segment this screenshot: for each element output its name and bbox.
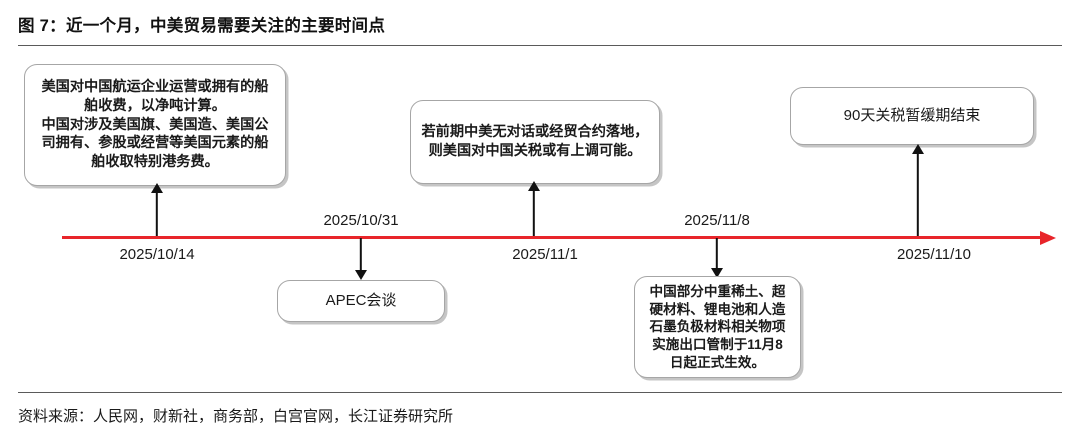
timeline-arrowhead-icon xyxy=(1040,230,1056,245)
event-box-2025-11-10[interactable]: 90天关税暂缓期结束 xyxy=(790,87,1034,145)
title-divider xyxy=(18,45,1062,46)
connector-arrowhead-up-2025-11-01 xyxy=(528,181,540,191)
date-label-2025-10-31: 2025/10/31 xyxy=(323,212,399,229)
connector-arrowhead-down-2025-11-08 xyxy=(711,268,723,278)
connector-arrowhead-down-2025-10-31 xyxy=(355,270,367,280)
event-text-2025-10-14: 美国对中国航运企业运营或拥有的船 舶收费，以净吨计算。 中国对涉及美国旗、美国造… xyxy=(41,79,269,171)
timeline-axis xyxy=(62,236,1047,239)
event-text-2025-11-08: 中国部分中重稀土、超 硬材料、锂电池和人造 石墨负极材料相关物项 实施出口管制于… xyxy=(649,283,786,370)
event-box-2025-10-14[interactable]: 美国对中国航运企业运营或拥有的船 舶收费，以净吨计算。 中国对涉及美国旗、美国造… xyxy=(24,64,286,186)
connector-stem-2025-11-10 xyxy=(916,147,920,236)
event-box-2025-11-08[interactable]: 中国部分中重稀土、超 硬材料、锂电池和人造 石墨负极材料相关物项 实施出口管制于… xyxy=(634,276,801,378)
date-label-2025-10-14: 2025/10/14 xyxy=(119,246,195,263)
source-note: 资料来源：人民网，财新社，商务部，白宫官网，长江证券研究所 xyxy=(18,408,454,425)
event-text-2025-11-10: 90天关税暂缓期结束 xyxy=(843,107,981,125)
figure-title: 图 7：近一个月，中美贸易需要关注的主要时间点 xyxy=(18,17,386,35)
connector-stem-2025-11-08 xyxy=(715,238,719,270)
connector-stem-2025-10-14 xyxy=(155,186,159,236)
date-label-2025-11-08: 2025/11/8 xyxy=(684,212,750,229)
date-label-2025-11-10: 2025/11/10 xyxy=(897,246,971,263)
connector-stem-2025-11-01 xyxy=(532,184,536,236)
connector-arrowhead-up-2025-11-10 xyxy=(912,144,924,154)
event-box-2025-10-31[interactable]: APEC会谈 xyxy=(277,280,445,322)
source-divider xyxy=(18,392,1062,393)
date-label-2025-11-01: 2025/11/1 xyxy=(512,246,578,263)
event-text-2025-10-31: APEC会谈 xyxy=(325,292,397,310)
connector-arrowhead-up-2025-10-14 xyxy=(151,183,163,193)
event-text-2025-11-01: 若前期中美无对话或经贸合约落地， 则美国对中国关税或有上调可能。 xyxy=(421,124,649,159)
connector-stem-2025-10-31 xyxy=(359,238,363,272)
event-box-2025-11-01[interactable]: 若前期中美无对话或经贸合约落地， 则美国对中国关税或有上调可能。 xyxy=(410,100,660,184)
